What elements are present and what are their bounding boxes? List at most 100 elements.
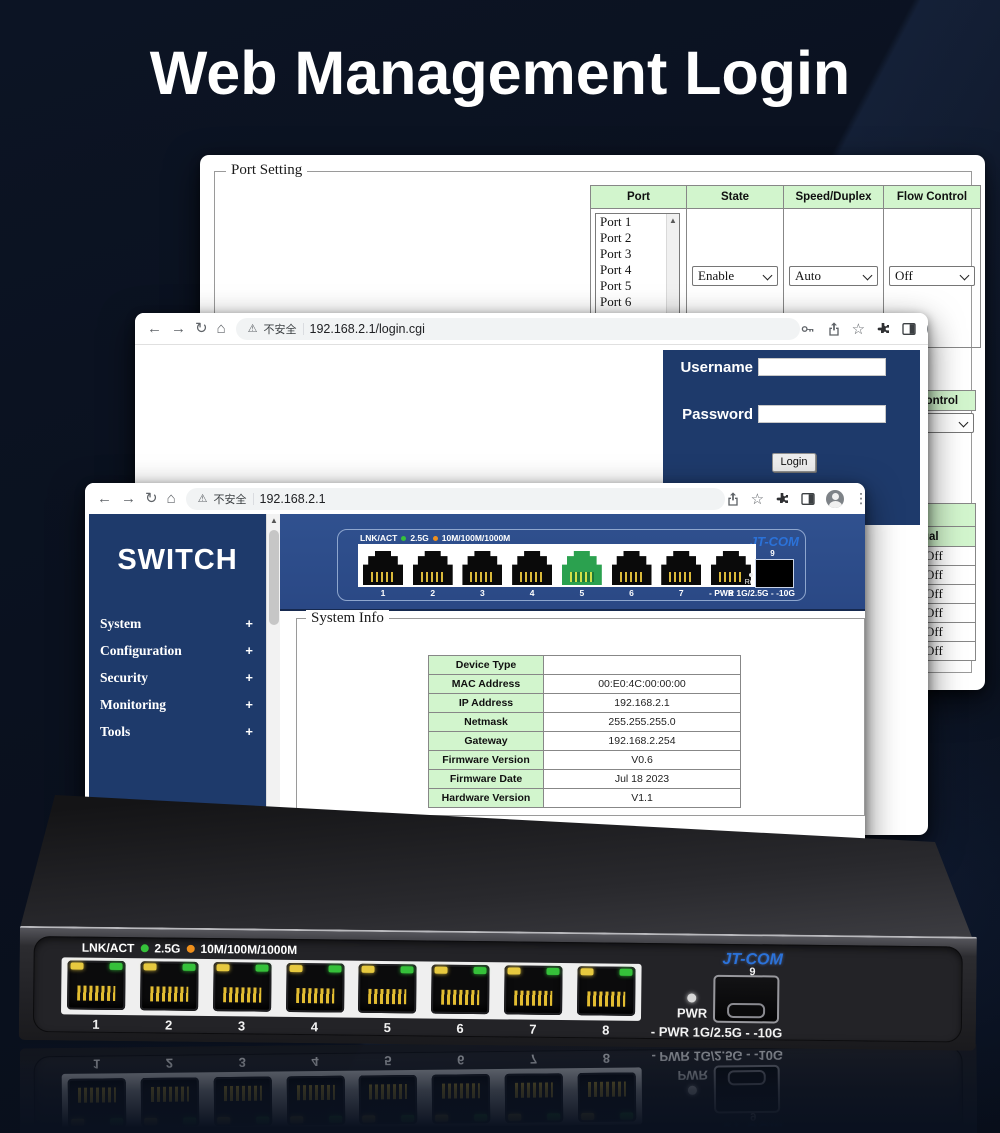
port-list-item[interactable]: Port 1 — [600, 214, 632, 229]
listbox-scrollbar[interactable]: ▲ — [666, 214, 679, 342]
pwr-label: PWR — [676, 1005, 708, 1021]
bookmark-star-icon[interactable]: ☆ — [750, 490, 765, 508]
speed-duplex-select[interactable]: Auto — [789, 266, 878, 286]
reload-icon[interactable]: ↻ — [195, 320, 208, 337]
scroll-up-icon[interactable]: ▲ — [669, 216, 677, 225]
sysinfo-value: 192.168.2.254 — [543, 731, 741, 751]
chevron-down-icon — [959, 270, 970, 281]
address-bar[interactable]: ⚠ 不安全 192.168.2.1/login.cgi — [235, 317, 800, 340]
orange-led-icon — [186, 944, 195, 953]
device-graphic: LNK/ACT 2.5G 10M/100M/1000M JT-COM 9 — [337, 529, 806, 601]
home-icon[interactable]: ⌂ — [216, 320, 226, 337]
extensions-puzzle-icon[interactable] — [774, 491, 790, 507]
rj45-port — [431, 964, 490, 1015]
bookmark-star-icon[interactable]: ☆ — [851, 320, 866, 338]
forward-icon[interactable]: → — [121, 490, 136, 507]
sysinfo-value: 00:E0:4C:00:00:00 — [543, 674, 741, 694]
pwr-led-icon — [687, 993, 697, 1003]
expand-plus-icon[interactable]: + — [245, 697, 253, 712]
expand-plus-icon[interactable]: + — [245, 616, 253, 631]
sidebar-item-monitoring[interactable]: Monitoring+ — [89, 691, 266, 718]
state-select[interactable]: Enable — [692, 266, 778, 286]
reload-icon[interactable]: ↻ — [145, 490, 158, 507]
scroll-up-icon[interactable]: ▲ — [270, 516, 278, 525]
sidebar-item-tools[interactable]: Tools+ — [89, 718, 266, 745]
port-strip — [60, 957, 642, 1021]
address-bar[interactable]: ⚠ 不安全 192.168.2.1 — [185, 487, 725, 510]
switch-front-panel: LNK/ACT 2.5G 10M/100M/1000M 1 2 3 4 5 6 … — [18, 925, 977, 1051]
back-icon[interactable]: ← — [97, 490, 112, 507]
expand-plus-icon[interactable]: + — [245, 670, 253, 685]
sysinfo-label: IP Address — [428, 693, 544, 713]
key-icon[interactable] — [800, 321, 816, 337]
back-icon[interactable]: ← — [147, 320, 162, 337]
password-label: Password — [682, 405, 753, 423]
url-text: 192.168.2.1/login.cgi — [309, 321, 425, 336]
main-content: LNK/ACT 2.5G 10M/100M/1000M JT-COM 9 — [280, 514, 865, 965]
sidebar-item-configuration[interactable]: Configuration+ — [89, 637, 266, 664]
side-panel-icon[interactable] — [800, 491, 816, 507]
speed-2-5g-label: 2.5G — [154, 941, 181, 956]
rj45-port — [285, 962, 345, 1013]
state-select-value: Enable — [698, 268, 735, 283]
sysinfo-value: 255.255.255.0 — [543, 712, 741, 732]
rj45-port-icon-active — [561, 551, 602, 585]
speed-select-value: Auto — [795, 268, 821, 283]
sysinfo-value: V0.6 — [543, 750, 741, 770]
chevron-down-icon — [762, 270, 773, 281]
col-header-flow-control: Flow Control — [883, 185, 981, 209]
sidebar-item-system[interactable]: System+ — [89, 610, 266, 637]
rj45-port — [504, 965, 563, 1016]
sidebar-brand: SWITCH — [117, 544, 238, 576]
expand-plus-icon[interactable]: + — [245, 724, 253, 739]
share-icon[interactable] — [826, 321, 842, 337]
green-led-icon — [140, 944, 149, 953]
home-icon[interactable]: ⌂ — [166, 490, 176, 507]
port-list-item[interactable]: Port 6 — [600, 294, 632, 309]
not-secure-warning-icon: ⚠ — [197, 493, 208, 505]
profile-avatar[interactable] — [927, 319, 928, 338]
port-list-item[interactable]: Port 5 — [600, 278, 632, 293]
share-icon[interactable] — [725, 491, 741, 507]
menu-kebab-icon[interactable]: ⋮ — [854, 490, 865, 506]
flow-select-value: Off — [895, 268, 913, 283]
rj45-port-icon — [412, 551, 453, 585]
expand-plus-icon[interactable]: + — [245, 643, 253, 658]
profile-avatar[interactable] — [826, 489, 845, 508]
sysinfo-label: Firmware Version — [428, 750, 544, 770]
sysinfo-label: MAC Address — [428, 674, 544, 694]
pwr-sfp-caption: - PWR 1G/2.5G - -10G — [709, 588, 795, 598]
not-secure-warning-icon: ⚠ — [247, 323, 258, 335]
side-panel-icon[interactable] — [901, 321, 917, 337]
sysinfo-value: V1.1 — [543, 788, 741, 808]
rj45-port — [67, 960, 126, 1011]
sysinfo-value: Jul 18 2023 — [543, 769, 741, 789]
sysinfo-value: 192.168.2.1 — [543, 693, 741, 713]
lnk-act-label: LNK/ACT — [81, 940, 135, 956]
flow-control-select[interactable]: Off — [889, 266, 975, 286]
switch-reflection: LNK/ACT 2.5G 10M/100M/1000M 1 2 3 4 5 6 … — [20, 1044, 977, 1133]
port-list-item[interactable]: Port 2 — [600, 230, 632, 245]
scrollbar-thumb[interactable] — [269, 530, 279, 625]
rj45-port-icon — [462, 551, 503, 585]
forward-icon[interactable]: → — [171, 320, 186, 337]
username-label: Username — [680, 358, 753, 376]
extensions-puzzle-icon[interactable] — [875, 321, 891, 337]
sidebar-item-security[interactable]: Security+ — [89, 664, 266, 691]
sysinfo-label: Hardware Version — [428, 788, 544, 808]
system-info-fieldset — [296, 618, 865, 816]
port-list-item[interactable]: Port 3 — [600, 246, 632, 261]
username-input[interactable] — [758, 358, 886, 376]
password-input[interactable] — [758, 405, 886, 423]
divider — [252, 492, 254, 505]
port-list-item[interactable]: Port 4 — [600, 262, 632, 277]
login-button[interactable]: Login — [772, 453, 816, 472]
rj45-port-icon — [661, 551, 702, 585]
browser-toolbar: ← → ↻ ⌂ ⚠ 不安全 192.168.2.1/login.cgi ☆ ⋮ — [135, 313, 928, 345]
chevron-down-icon — [958, 417, 969, 428]
sysinfo-value — [543, 655, 741, 675]
device-banner: LNK/ACT 2.5G 10M/100M/1000M JT-COM 9 — [280, 514, 865, 611]
rj45-port-icon — [611, 551, 652, 585]
sysinfo-label: Device Type — [428, 655, 544, 675]
